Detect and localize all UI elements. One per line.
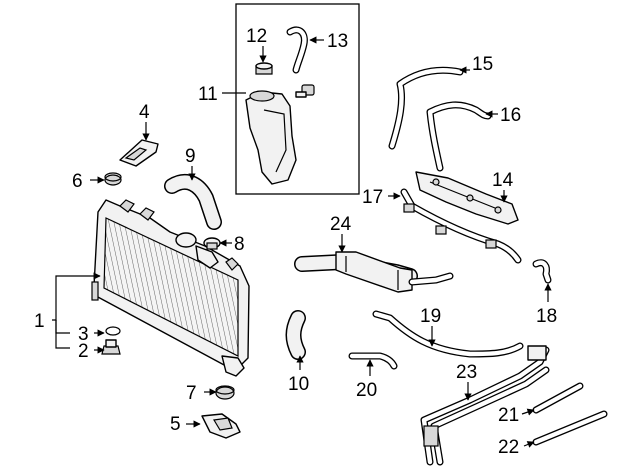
callout-6: 6 [72, 171, 83, 192]
reservoir-group-frame [235, 3, 360, 195]
callout-7: 7 [186, 383, 197, 404]
cushion-part-6 [104, 172, 122, 186]
cooler-bracket-part-14 [415, 171, 519, 225]
upper-bracket-part-4 [119, 139, 159, 167]
upper-hose-part-9 [164, 173, 222, 230]
callout-15: 15 [472, 54, 493, 75]
callout-14: 14 [492, 170, 514, 191]
overflow-hose-part-13 [286, 26, 308, 74]
callout-16: 16 [500, 105, 521, 126]
leader-lines [52, 36, 552, 448]
pipe-part-19 [372, 310, 524, 358]
hose-part-18 [532, 259, 552, 284]
hose-part-22 [532, 410, 608, 446]
callout-11: 11 [198, 84, 218, 105]
callout-4: 4 [139, 102, 150, 123]
callout-10: 10 [288, 374, 309, 395]
drain-plug-part-2 [101, 339, 121, 355]
callout-20: 20 [356, 380, 377, 401]
callout-24: 24 [330, 214, 352, 235]
callout-12: 12 [246, 26, 267, 47]
callout-13: 13 [327, 31, 348, 52]
callout-18: 18 [536, 306, 557, 327]
reservoir-cap-part-12 [255, 62, 273, 75]
callout-9: 9 [185, 146, 196, 167]
hose-part-15 [388, 66, 464, 150]
lower-bracket-part-5 [201, 413, 241, 439]
callout-8: 8 [234, 234, 245, 255]
radiator-cap-part-8 [203, 237, 221, 250]
callout-17: 17 [362, 187, 383, 208]
cooler-lines-part-23 [420, 345, 550, 466]
callout-22: 22 [498, 437, 519, 458]
callout-21: 21 [498, 405, 519, 426]
bolt-part-11 [295, 84, 315, 98]
callout-5: 5 [170, 414, 181, 435]
callout-1: 1 [34, 311, 45, 332]
radiator [91, 199, 250, 377]
lower-hose-part-10 [285, 310, 306, 360]
hose-part-21 [532, 382, 584, 414]
callout-2: 2 [78, 341, 89, 362]
callout-19: 19 [420, 306, 441, 327]
hose-part-20 [348, 352, 398, 370]
callout-23: 23 [456, 362, 477, 383]
reservoir-tank-part-11 [245, 90, 297, 185]
pipe-part-17 [400, 188, 522, 264]
o-ring-part-3 [105, 326, 121, 336]
callout-3: 3 [78, 324, 89, 345]
water-pipe-part-24 [294, 251, 454, 293]
hose-part-16 [426, 101, 492, 172]
cushion-part-7 [215, 385, 235, 400]
